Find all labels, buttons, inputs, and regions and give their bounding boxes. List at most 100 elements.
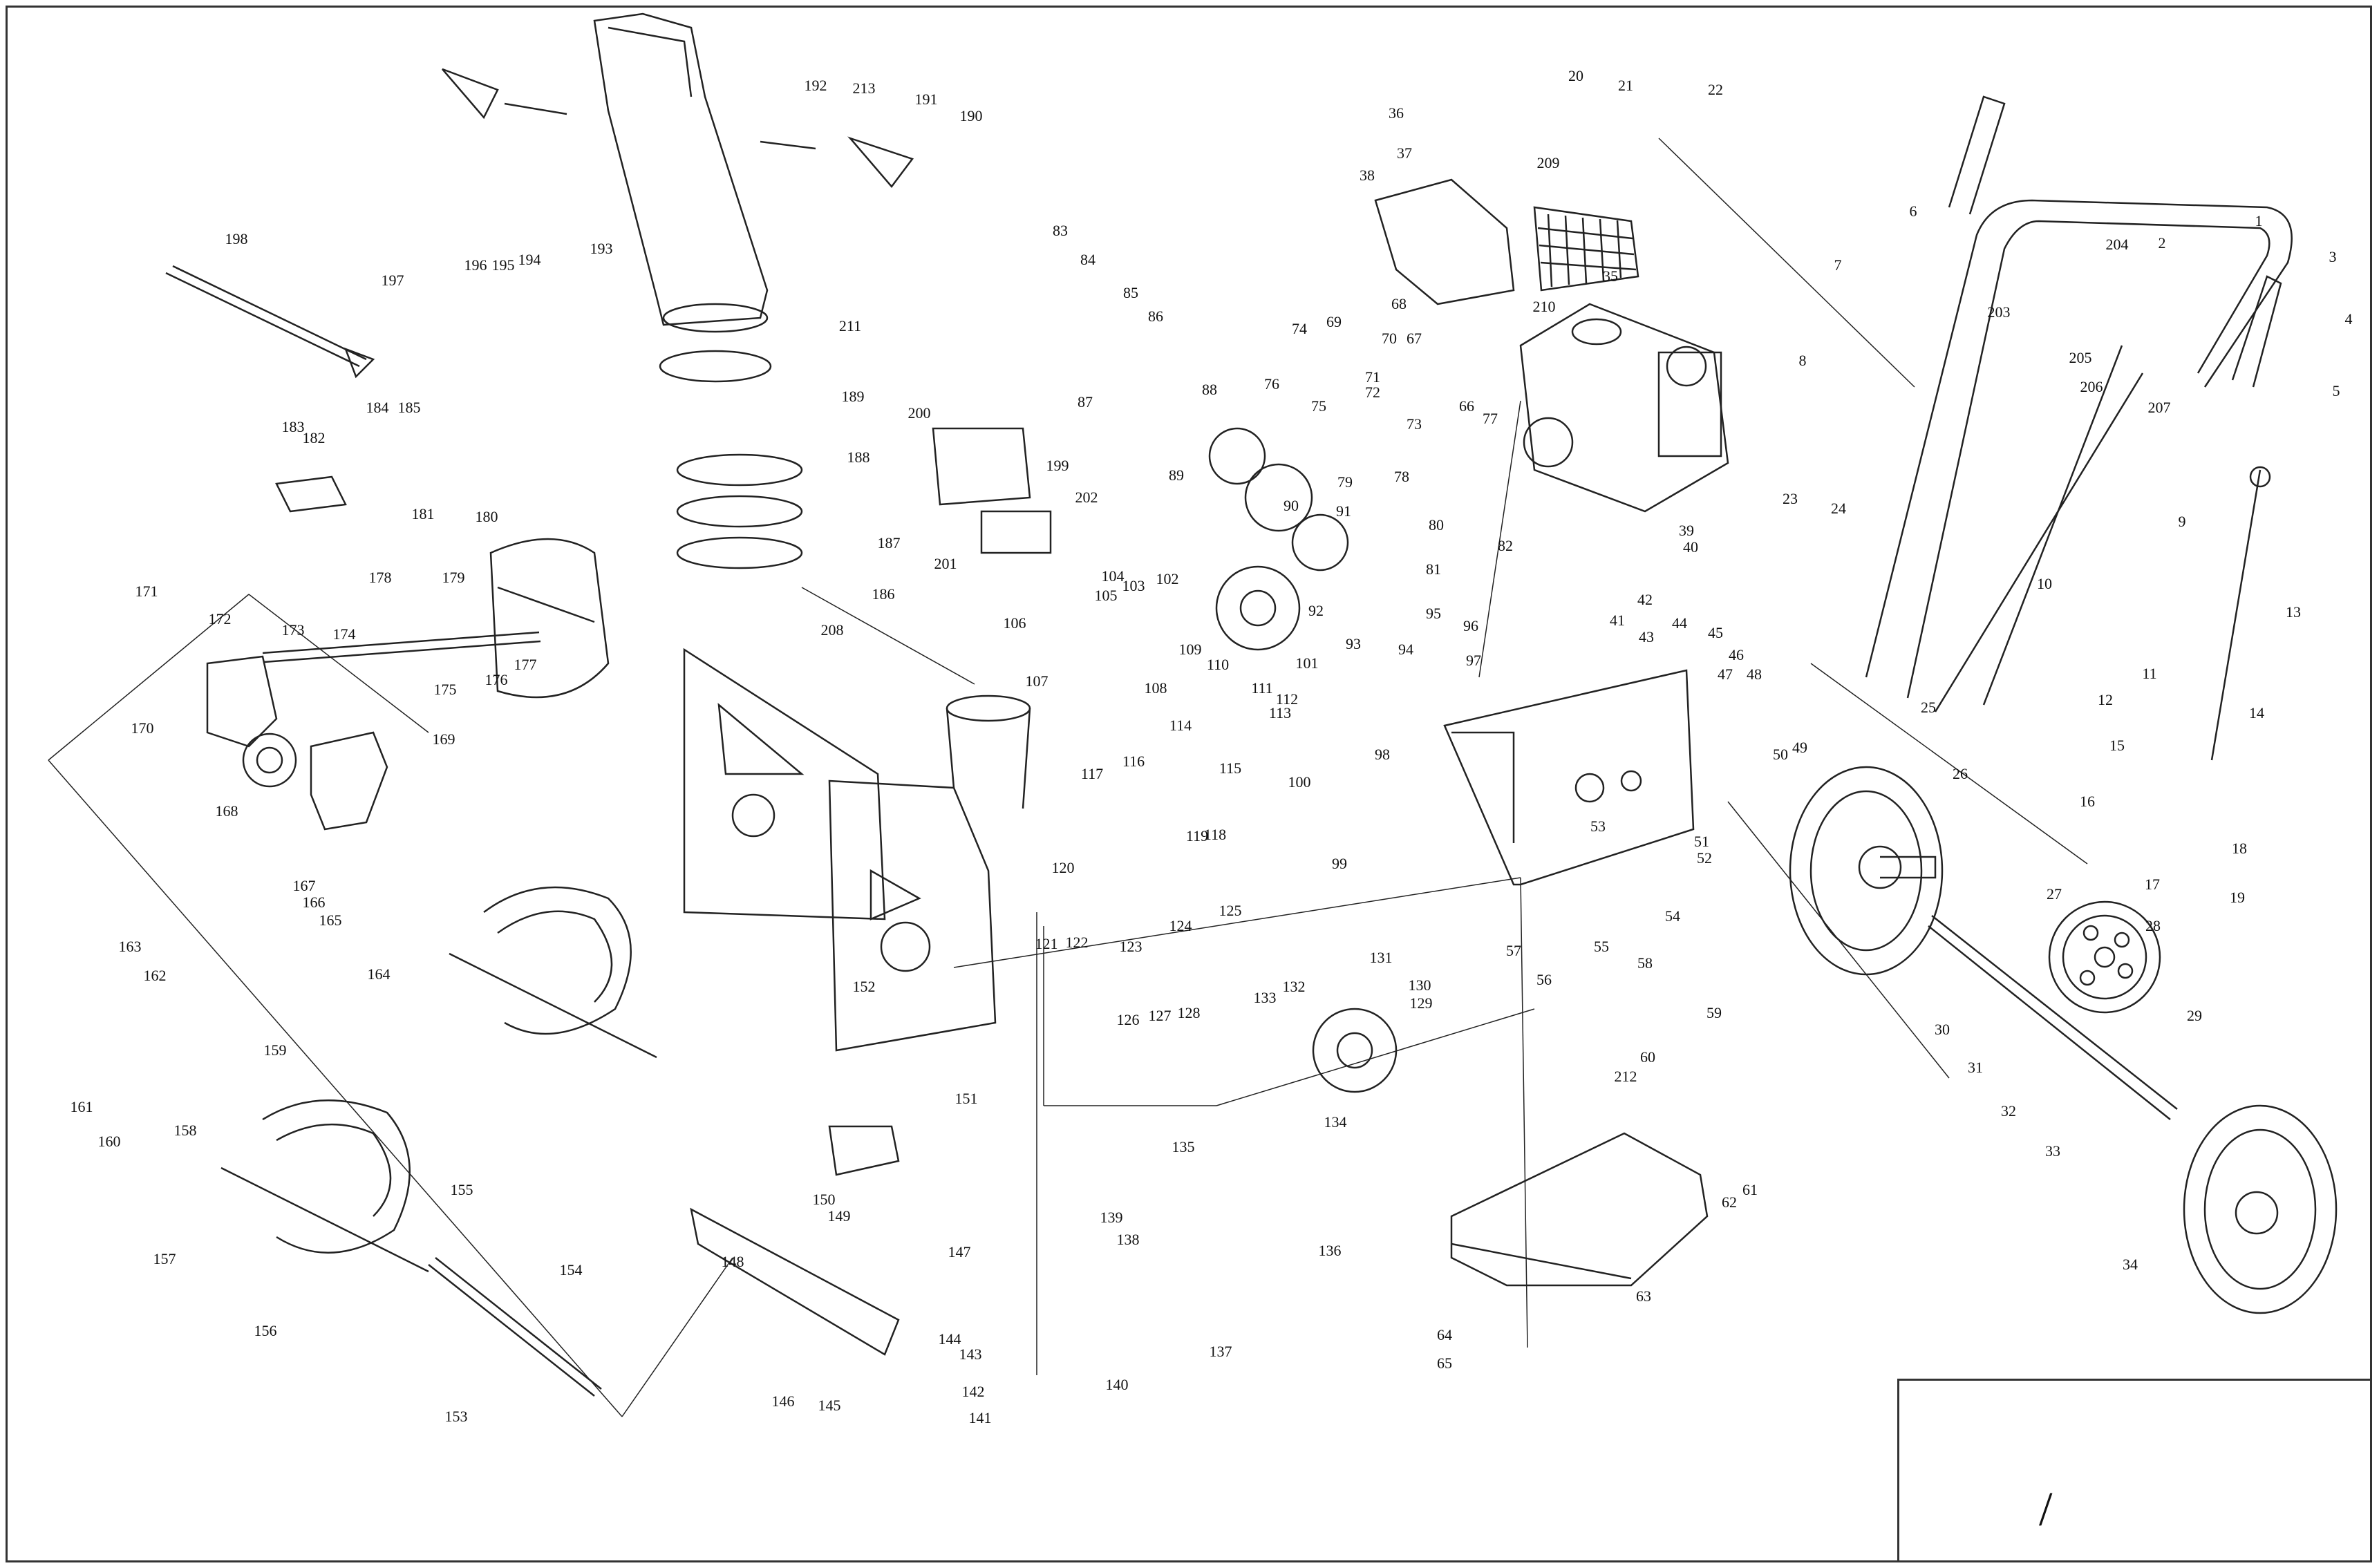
belt-cover xyxy=(1374,178,1515,305)
callout-24: 24 xyxy=(1831,500,1846,517)
callout-119: 119 xyxy=(1185,827,1209,844)
callout-176: 176 xyxy=(485,671,508,688)
callout-106: 106 xyxy=(1003,614,1026,632)
callout-204: 204 xyxy=(2105,236,2129,253)
callout-124: 124 xyxy=(1169,917,1192,934)
callout-104: 104 xyxy=(1101,567,1125,585)
callout-183: 183 xyxy=(281,418,305,435)
callout-55: 55 xyxy=(1594,938,1609,955)
callout-80: 80 xyxy=(1429,516,1444,533)
callout-181: 181 xyxy=(411,505,435,522)
callout-95: 95 xyxy=(1426,605,1441,622)
gearbox xyxy=(206,655,388,831)
callout-38: 38 xyxy=(1360,167,1375,184)
callout-200: 200 xyxy=(908,404,931,422)
callout-6: 6 xyxy=(1909,202,1917,220)
callout-160: 160 xyxy=(97,1133,121,1150)
callout-85: 85 xyxy=(1123,284,1138,301)
callout-199: 199 xyxy=(1046,457,1069,474)
callout-93: 93 xyxy=(1346,635,1361,652)
callout-125: 125 xyxy=(1219,902,1242,919)
callout-36: 36 xyxy=(1389,104,1404,122)
callout-77: 77 xyxy=(1483,410,1498,427)
callout-92: 92 xyxy=(1308,602,1324,619)
callout-207: 207 xyxy=(2147,399,2171,416)
callout-120: 120 xyxy=(1051,859,1075,876)
callout-58: 58 xyxy=(1637,954,1653,972)
title-block-mark: / xyxy=(2039,1483,2053,1536)
callout-147: 147 xyxy=(948,1243,971,1260)
callout-99: 99 xyxy=(1332,855,1347,872)
callout-137: 137 xyxy=(1209,1343,1232,1360)
callout-86: 86 xyxy=(1148,308,1163,325)
right-wheel xyxy=(2183,1104,2338,1314)
callout-152: 152 xyxy=(852,978,876,995)
callout-91: 91 xyxy=(1336,502,1351,520)
callout-51: 51 xyxy=(1694,833,1709,850)
callout-60: 60 xyxy=(1640,1048,1655,1066)
callout-143: 143 xyxy=(959,1345,982,1363)
callout-44: 44 xyxy=(1672,614,1687,632)
callout-151: 151 xyxy=(955,1090,978,1107)
callout-144: 144 xyxy=(938,1330,961,1348)
callout-22: 22 xyxy=(1708,81,1723,98)
assembly-lines xyxy=(48,138,2088,1417)
callout-23: 23 xyxy=(1783,490,1798,507)
callout-163: 163 xyxy=(118,938,142,955)
callout-195: 195 xyxy=(491,256,515,274)
callout-180: 180 xyxy=(475,508,498,525)
callout-66: 66 xyxy=(1459,397,1474,415)
callout-149: 149 xyxy=(827,1207,851,1225)
callout-113: 113 xyxy=(1268,704,1292,721)
callout-191: 191 xyxy=(914,91,938,108)
callout-159: 159 xyxy=(263,1041,287,1059)
callout-84: 84 xyxy=(1080,251,1096,268)
callout-54: 54 xyxy=(1665,907,1680,925)
callout-76: 76 xyxy=(1264,375,1279,393)
callout-168: 168 xyxy=(215,802,238,820)
pulleys xyxy=(1208,427,1398,1093)
callout-48: 48 xyxy=(1747,665,1762,683)
callout-45: 45 xyxy=(1708,624,1723,641)
callout-72: 72 xyxy=(1365,384,1380,401)
callout-42: 42 xyxy=(1637,591,1653,608)
callout-166: 166 xyxy=(302,894,326,911)
callout-94: 94 xyxy=(1398,641,1413,658)
callout-79: 79 xyxy=(1337,473,1353,491)
engine-guard xyxy=(1533,206,1639,292)
callout-21: 21 xyxy=(1618,77,1633,94)
callout-146: 146 xyxy=(771,1392,795,1410)
chassis-frame xyxy=(1443,669,1695,886)
callout-126: 126 xyxy=(1116,1011,1140,1028)
callout-109: 109 xyxy=(1178,641,1202,658)
callout-88: 88 xyxy=(1202,381,1217,398)
callout-49: 49 xyxy=(1792,739,1807,756)
callout-25: 25 xyxy=(1921,699,1936,716)
callout-97: 97 xyxy=(1466,652,1481,669)
callout-31: 31 xyxy=(1968,1059,1983,1076)
callout-131: 131 xyxy=(1369,949,1393,966)
callout-68: 68 xyxy=(1391,295,1407,312)
callout-211: 211 xyxy=(838,317,862,334)
callout-16: 16 xyxy=(2080,793,2095,810)
callout-2: 2 xyxy=(2158,234,2166,252)
callout-132: 132 xyxy=(1282,978,1306,995)
auger-shaft xyxy=(262,631,602,1397)
shroud xyxy=(932,427,1052,554)
callout-43: 43 xyxy=(1639,628,1654,645)
callout-50: 50 xyxy=(1773,746,1788,763)
callout-116: 116 xyxy=(1122,753,1145,770)
callout-193: 193 xyxy=(590,240,613,257)
callout-122: 122 xyxy=(1065,934,1089,951)
callout-121: 121 xyxy=(1035,935,1058,952)
callout-148: 148 xyxy=(721,1253,744,1270)
callout-129: 129 xyxy=(1409,994,1433,1012)
callout-179: 179 xyxy=(442,569,465,586)
callout-142: 142 xyxy=(961,1383,985,1400)
callout-194: 194 xyxy=(518,251,541,268)
callout-41: 41 xyxy=(1610,612,1625,629)
callout-213: 213 xyxy=(852,79,876,97)
callout-73: 73 xyxy=(1407,415,1422,433)
